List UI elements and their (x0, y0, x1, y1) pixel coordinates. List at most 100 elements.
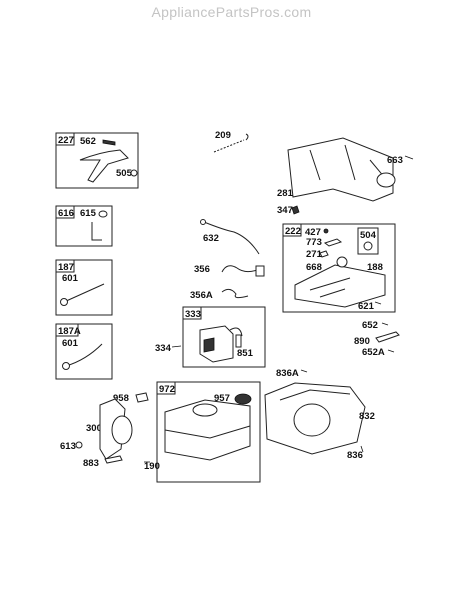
bushing-271 (319, 250, 329, 258)
callout-632: 632 (203, 233, 219, 244)
part-890: 652 890 652A (354, 320, 400, 358)
spring-209 (213, 139, 245, 153)
callout-300: 300 (86, 423, 102, 434)
callout-281: 281 (277, 188, 294, 199)
callout-347: 347 (277, 205, 293, 216)
group-333: 333 851 334 (155, 306, 266, 368)
group-616-label-box (55, 205, 75, 219)
part-504 (363, 241, 373, 251)
throttle-lever-227 (79, 149, 129, 183)
callout-187A: 187A (58, 326, 81, 337)
callout-616: 616 (58, 208, 74, 219)
shield-opening (293, 403, 331, 437)
callout-505: 505 (116, 168, 133, 179)
group-222-label-box (282, 223, 302, 237)
screw-427 (323, 228, 329, 234)
part-832: 836A 832 836 (264, 368, 375, 461)
callout-972: 972 (159, 384, 175, 395)
callout-356A: 356A (190, 290, 213, 301)
armature-core (203, 337, 215, 353)
callout-601-bottom: 601 (62, 338, 79, 349)
callout-836A: 836A (276, 368, 299, 379)
clamp-601-top (60, 298, 68, 306)
wire-356A (221, 288, 249, 299)
connector-356 (255, 265, 265, 277)
group-333-frame (182, 306, 266, 368)
part-632: 632 (200, 219, 260, 255)
muffler-body (111, 415, 133, 445)
spring-hook (245, 133, 249, 141)
group-222: 222 427 504 773 271 668 188 621 (282, 223, 396, 313)
callout-333: 333 (185, 309, 201, 320)
group-227-label-box (55, 132, 75, 146)
callout-621: 621 (358, 301, 375, 312)
clip-347 (291, 205, 300, 215)
shield-rim (279, 389, 351, 401)
nut-505 (130, 169, 138, 177)
clamp-601-bottom (62, 362, 70, 370)
callout-652A: 652A (362, 347, 385, 358)
screw-334 (171, 345, 182, 348)
group-187: 187 601 (55, 259, 113, 316)
group-616: 616 615 (55, 205, 113, 247)
group-504-frame (357, 227, 379, 255)
pulley-668 (336, 256, 348, 268)
part-209: 209 (213, 130, 249, 153)
fuel-cap-957 (234, 393, 252, 405)
lever-773 (323, 238, 343, 247)
callout-188: 188 (367, 262, 383, 273)
callout-334: 334 (155, 343, 172, 354)
callout-773: 773 (306, 237, 322, 248)
boot-851 (235, 334, 242, 348)
callout-836: 836 (347, 450, 363, 461)
group-222-frame (282, 223, 396, 313)
group-227: 227 562 505 (55, 132, 139, 189)
blower-housing-281 (287, 137, 394, 202)
rod-616 (91, 222, 102, 241)
callout-890: 890 (354, 336, 370, 347)
screw-836 (360, 445, 364, 453)
callout-504: 504 (360, 230, 377, 241)
callout-615: 615 (80, 208, 97, 219)
screw-663 (404, 155, 414, 160)
group-227-frame (55, 132, 139, 189)
group-972-label-box (156, 381, 176, 395)
wire-terminal (200, 219, 206, 225)
armature-333 (199, 325, 234, 363)
screw-836A (300, 369, 308, 373)
callout-851: 851 (237, 348, 254, 359)
group-187A-label-box (55, 323, 79, 337)
group-187-label-box (55, 259, 75, 273)
screw-652 (381, 322, 389, 326)
callout-427: 427 (305, 227, 321, 238)
callout-209: 209 (215, 130, 231, 141)
callout-271: 271 (306, 249, 323, 260)
ground-wire-632 (203, 221, 260, 255)
fuel-tank-972 (164, 399, 251, 461)
part-356: 356 356A (190, 264, 265, 301)
screw-652A (387, 349, 395, 353)
callout-187: 187 (58, 262, 74, 273)
callout-190: 190 (144, 461, 160, 472)
callout-957: 957 (214, 393, 230, 404)
armature-wire (229, 327, 243, 337)
fitting-958 (135, 392, 149, 403)
callout-663: 663 (387, 155, 403, 166)
group-972-frame (156, 381, 261, 483)
callout-601-top: 601 (62, 273, 79, 284)
callout-356: 356 (194, 264, 210, 275)
group-187A-frame (55, 323, 113, 380)
callout-668: 668 (306, 262, 322, 273)
grommet-615 (98, 210, 108, 218)
part-281: 281 663 347 (277, 137, 414, 216)
screw-621 (374, 301, 382, 305)
nut-613 (75, 441, 83, 449)
callout-958: 958 (113, 393, 129, 404)
screw-562 (102, 139, 116, 146)
callout-613: 613 (60, 441, 76, 452)
fuel-tank-seam (164, 425, 251, 439)
site-watermark: AppliancePartsPros.com (151, 4, 312, 20)
control-bracket-222 (294, 264, 386, 308)
hose-187 (63, 283, 105, 303)
